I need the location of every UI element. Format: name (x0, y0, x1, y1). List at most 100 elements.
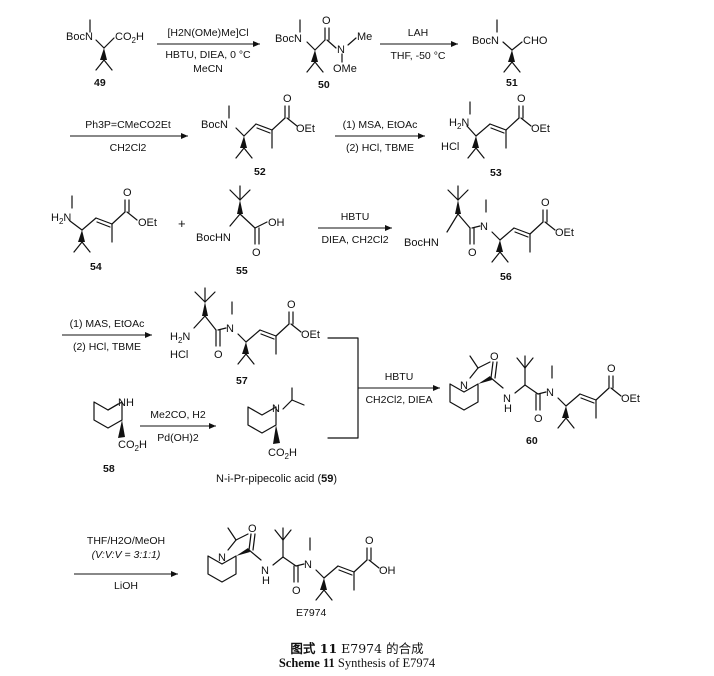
compound-54-structure: H2N O OEt (51, 187, 157, 253)
compound-49-structure: BocN CO2H (66, 19, 144, 71)
step3-solvent: CH2Cl2 (110, 142, 147, 154)
svg-text:O: O (490, 351, 499, 363)
compound-58-structure: NH CO2H (93, 397, 147, 453)
svg-text:BocN: BocN (201, 119, 228, 131)
svg-text:O: O (517, 93, 526, 105)
step9-ratio: (V:V:V = 3:1:1) (92, 549, 161, 561)
compound-59-structure: N CO2H (247, 387, 305, 461)
svg-text:O: O (468, 247, 477, 259)
svg-text:O: O (283, 93, 292, 105)
svg-text:OH: OH (268, 217, 285, 229)
svg-text:OEt: OEt (531, 123, 550, 135)
svg-text:N: N (337, 44, 345, 56)
caption-cn-label: 图式 11 (290, 641, 338, 656)
plus-sign: + (178, 216, 186, 231)
compound-56-label: 56 (500, 271, 512, 283)
compound-55-label: 55 (236, 265, 248, 277)
compound-52-label: 52 (254, 166, 266, 178)
svg-text:N: N (226, 323, 234, 335)
step9-reagent: LiOH (114, 580, 138, 592)
svg-text:OEt: OEt (301, 329, 320, 341)
svg-text:OMe: OMe (333, 63, 357, 75)
compound-55-structure: BocHN OH O (196, 185, 285, 259)
compound-52-structure: BocN O OEt (201, 93, 315, 159)
step7-catalyst: Pd(OH)2 (157, 432, 199, 444)
svg-text:CO2H: CO2H (268, 447, 297, 461)
svg-text:BocN: BocN (472, 35, 499, 47)
compound-50-label: 50 (318, 79, 330, 91)
compound-51-label: 51 (506, 77, 518, 89)
svg-text:CHO: CHO (523, 35, 548, 47)
compound-57-structure: H2N O N O OEt (170, 287, 320, 365)
svg-text:OEt: OEt (621, 393, 640, 405)
svg-text:O: O (541, 197, 550, 209)
compound-57-salt: HCl (170, 349, 188, 361)
compound-53-salt: HCl (441, 141, 459, 153)
compound-51-structure: BocN CHO (472, 19, 548, 73)
step5-reagent: HBTU (341, 211, 370, 223)
compound-58-label: 58 (103, 463, 115, 475)
compound-53-label: 53 (490, 167, 502, 179)
svg-text:N: N (460, 380, 468, 392)
svg-text:OEt: OEt (296, 123, 315, 135)
step1-conditions: HBTU, DIEA, 0 °C (165, 49, 251, 61)
svg-text:BocHN: BocHN (196, 232, 231, 244)
step5-conditions: DIEA, CH2Cl2 (321, 234, 388, 246)
svg-text:O: O (214, 349, 223, 361)
svg-text:BocN: BocN (66, 31, 93, 43)
svg-text:O: O (248, 523, 257, 535)
caption-cn-text: E7974 的合成 (341, 641, 424, 656)
step1-solvent: MeCN (193, 63, 223, 75)
svg-text:H2N: H2N (449, 117, 469, 131)
svg-text:H2N: H2N (51, 212, 71, 226)
compound-60-label: 60 (526, 435, 538, 447)
compound-59-name: N-i-Pr-pipecolic acid ( (216, 473, 321, 485)
svg-text:N: N (272, 403, 280, 415)
caption-chinese: 图式 11 E7974 的合成 (0, 638, 714, 657)
step9-solvent: THF/H2O/MeOH (87, 535, 165, 547)
step7-reagent: Me2CO, H2 (150, 409, 206, 421)
svg-text:Me: Me (357, 31, 372, 43)
svg-text:N: N (218, 552, 226, 564)
synthesis-scheme: BocN CO2H 49 [H2N(OMe)Me]Cl HBTU, DIEA, … (51, 15, 640, 619)
svg-text:N: N (261, 565, 269, 577)
svg-text:O: O (252, 247, 261, 259)
step8-conditions: CH2Cl2, DIEA (365, 394, 432, 406)
compound-59-close: ) (333, 473, 337, 485)
step8-reagent: HBTU (385, 371, 414, 383)
svg-text:NH: NH (118, 397, 134, 409)
svg-text:N: N (304, 559, 312, 571)
svg-text:O: O (287, 299, 296, 311)
svg-text:O: O (123, 187, 132, 199)
svg-text:CO2H: CO2H (115, 31, 144, 45)
svg-text:OH: OH (379, 565, 396, 577)
svg-text:BocHN: BocHN (404, 237, 439, 249)
compound-49-label: 49 (94, 77, 106, 89)
step4-reagent-2: (2) HCl, TBME (346, 142, 414, 154)
compound-59-number: 59 (321, 473, 333, 485)
compound-56-structure: BocHN O N O OEt (404, 185, 574, 263)
compound-59-label: N-i-Pr-pipecolic acid (59) (216, 473, 337, 485)
step6-reagent-1: (1) MAS, EtOAc (70, 318, 145, 330)
svg-text:O: O (322, 15, 331, 27)
svg-text:O: O (292, 585, 301, 597)
compound-57-label: 57 (236, 375, 248, 387)
step6-reagent-2: (2) HCl, TBME (73, 341, 141, 353)
step1-reagent: [H2N(OMe)Me]Cl (167, 27, 248, 39)
svg-text:H2N: H2N (170, 331, 190, 345)
step2-conditions: THF, -50 °C (391, 50, 446, 62)
caption-english: Scheme 11 Synthesis of E7974 (0, 656, 714, 671)
caption-en-label: Scheme 11 (278, 656, 335, 670)
svg-text:O: O (534, 413, 543, 425)
compound-60-structure: N O N H O N O OEt (449, 351, 640, 429)
compound-50-structure: BocN O N Me OMe (275, 15, 372, 75)
svg-text:CO2H: CO2H (118, 439, 147, 453)
svg-text:H: H (262, 575, 270, 587)
svg-text:BocN: BocN (275, 33, 302, 45)
svg-text:N: N (503, 393, 511, 405)
step2-reagent: LAH (408, 27, 428, 39)
compound-53-structure: H2N O OEt (449, 93, 550, 159)
e7974-label: E7974 (296, 607, 327, 619)
step4-reagent-1: (1) MSA, EtOAc (343, 119, 418, 131)
caption-en-text: Synthesis of E7974 (337, 656, 436, 670)
